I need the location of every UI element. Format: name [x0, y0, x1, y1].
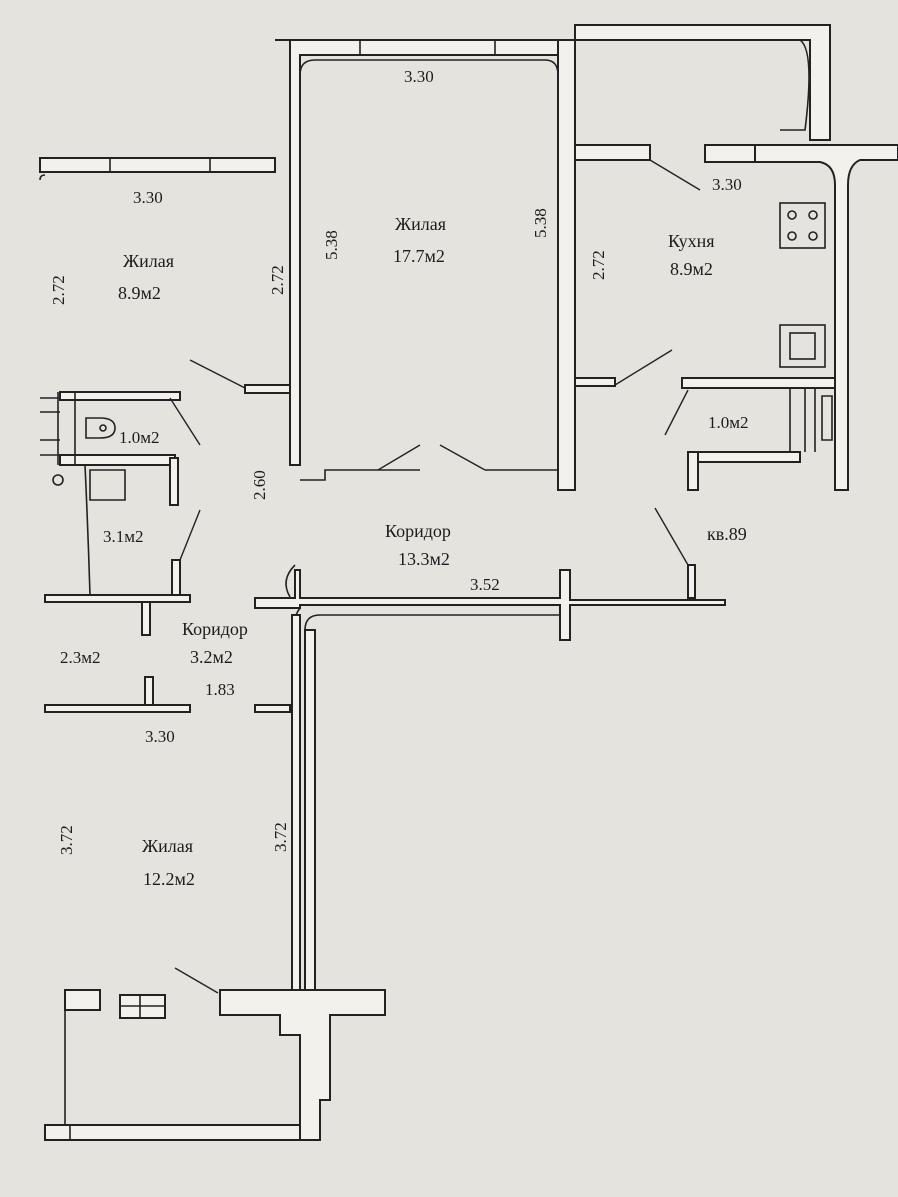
- sink-icon: [779, 324, 826, 368]
- corridor2-name: Коридор: [182, 619, 248, 639]
- kitchen-name: Кухня: [668, 231, 715, 251]
- living-small-area: 8.9м2: [118, 283, 161, 303]
- dim-living-small-left: 2.72: [49, 275, 68, 305]
- dim-living-large-width: 3.30: [404, 67, 434, 86]
- apartment-number: кв.89: [707, 524, 747, 544]
- bedroom-name: Жилая: [142, 836, 193, 856]
- dim-living-small-right: 2.72: [268, 265, 287, 295]
- stove-icon: [779, 202, 826, 249]
- corridor-name: Коридор: [385, 521, 451, 541]
- dim-living-large-left: 5.38: [322, 230, 341, 260]
- dim-corridor2-length: 1.83: [205, 680, 235, 699]
- wc-area: 1.0м2: [119, 428, 160, 447]
- dim-living-small-width: 3.30: [133, 188, 163, 207]
- dim-bedroom-width: 3.30: [145, 727, 175, 746]
- door-swings: [169, 159, 701, 994]
- toilet-icon: [85, 417, 116, 439]
- dim-bedroom-right: 3.72: [271, 822, 290, 852]
- living-large-name: Жилая: [395, 214, 446, 234]
- dim-bedroom-left: 3.72: [57, 825, 76, 855]
- dim-living-large-right: 5.38: [531, 208, 550, 238]
- corridor2-area: 3.2м2: [190, 647, 233, 667]
- dim-corridor-height: 2.60: [250, 470, 269, 500]
- pantry-kitchen-area: 1.0м2: [708, 413, 749, 432]
- corridor-area: 13.3м2: [398, 549, 450, 569]
- dim-kitchen-width: 3.30: [712, 175, 742, 194]
- storage-area: 2.3м2: [60, 648, 101, 667]
- dim-corridor-length: 3.52: [470, 575, 500, 594]
- living-large-area: 17.7м2: [393, 246, 445, 266]
- living-small-name: Жилая: [123, 251, 174, 271]
- bedroom-area: 12.2м2: [143, 869, 195, 889]
- walls: [39, 24, 898, 1141]
- bath-area: 3.1м2: [103, 527, 144, 546]
- kitchen-area: 8.9м2: [670, 259, 713, 279]
- dim-kitchen-left: 2.72: [589, 250, 608, 280]
